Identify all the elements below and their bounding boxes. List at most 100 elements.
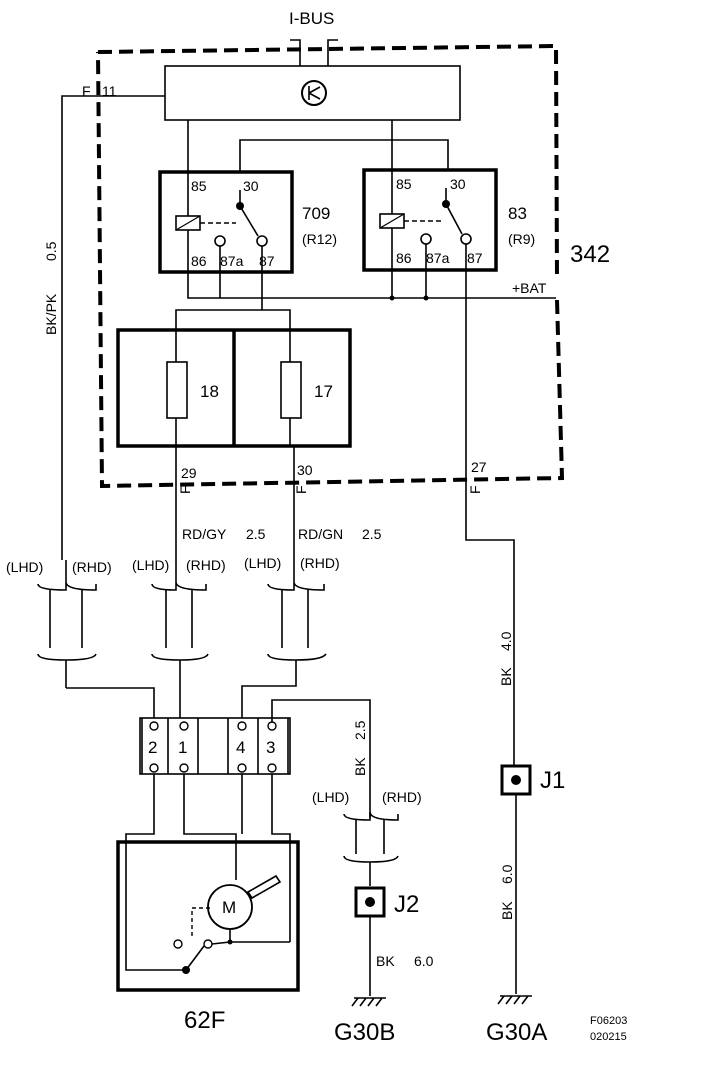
pin-2-bottom-icon [149, 763, 159, 773]
wire-label-bk-60-a: BK [499, 901, 515, 920]
wire-label-bk-60-b: BK [376, 953, 395, 969]
option-group-1 [37, 560, 97, 688]
ibus-line-left [290, 39, 301, 66]
option-lhd-4: (LHD) [312, 789, 349, 805]
motor-62f [116, 840, 300, 992]
relay-83-code: (R9) [508, 231, 535, 247]
pin-4-bottom-icon [237, 763, 247, 773]
motor-connector-edges [141, 718, 289, 774]
relay-709-contact-87-icon [256, 235, 268, 247]
park-contact-2-icon [203, 939, 213, 949]
wire-label-rdgn: RD/GN [298, 526, 343, 542]
wire-size-bk-40: 4.0 [498, 631, 514, 651]
wire-label-bkpk: BK/PK [43, 293, 59, 335]
wire-size-bkpk: 0.5 [43, 241, 59, 261]
control-module [164, 65, 461, 121]
park-switch [185, 941, 231, 971]
output-30-prefix: F [293, 485, 309, 494]
output-29-prefix: F [177, 485, 193, 494]
motor-shaft-icon [246, 874, 282, 900]
relay-83-pin-85: 85 [396, 176, 412, 192]
module-id: 342 [570, 241, 610, 268]
relay-709-pin-87a: 87a [220, 253, 244, 269]
option-lhd-1: (LHD) [6, 559, 43, 575]
pin-3-top-icon [267, 721, 277, 731]
fuse-17-icon [280, 361, 302, 419]
fuse-18-icon [166, 361, 188, 419]
option-rhd-2: (RHD) [186, 557, 226, 573]
motor-pin-1: 1 [178, 738, 187, 757]
module-boundary [96, 43, 565, 489]
connector-prefix: F [82, 83, 91, 99]
relay-83-id: 83 [508, 204, 527, 223]
wire-size-bk-60-a: 6.0 [499, 864, 515, 884]
relay-709-pin-85: 85 [191, 178, 207, 194]
option-group-2 [151, 581, 209, 722]
motor-symbol: M [222, 898, 236, 917]
pin-3-bottom-icon [267, 763, 277, 773]
motor-wire-1 [183, 774, 237, 880]
figure-code: F06203 [590, 1015, 627, 1027]
ground-g30b-id: G30B [334, 1019, 395, 1046]
wire-size-bk-25: 2.5 [352, 720, 368, 740]
bat-label: +BAT [512, 280, 547, 296]
relay-83 [362, 168, 498, 272]
figure-date: 020215 [590, 1031, 627, 1043]
relay-83-pin-30: 30 [450, 176, 466, 192]
output-27-prefix: F [467, 485, 483, 494]
relay-83-switch [445, 188, 463, 235]
wire-bkpk [61, 95, 165, 560]
pin-1-bottom-icon [179, 763, 189, 773]
wire-to-pin-2 [66, 687, 155, 722]
relay-709 [158, 170, 294, 274]
motor-wire-2 [125, 774, 155, 860]
junction-j2-id: J2 [394, 891, 419, 918]
option-group-4 [343, 811, 399, 886]
wire-pin3-to-j2 [271, 699, 371, 818]
transistor-icon [301, 80, 327, 106]
motor-connector [139, 717, 291, 775]
relay-709-code: (R12) [302, 231, 337, 247]
park-contact-1-icon [173, 939, 183, 949]
output-30: 30 [297, 462, 313, 478]
relay-709-pin-86: 86 [191, 253, 207, 269]
wire-size-rdgn: 2.5 [362, 526, 382, 542]
fuse-leads [175, 330, 291, 446]
wire-709-to-fuses [175, 272, 291, 332]
junction-j2-dot [365, 897, 375, 907]
motor-wire-3 [271, 774, 291, 942]
park-pivot-icon [182, 966, 190, 974]
ibus-line-right [327, 39, 338, 66]
relay-709-id: 709 [302, 204, 330, 223]
wire-size-rdgy: 2.5 [246, 526, 266, 542]
fuse-18-id: 18 [200, 382, 219, 401]
junction-j1-id: J1 [540, 767, 565, 794]
motor-internal-left [125, 860, 186, 971]
relay-709-contact-87a-icon [214, 235, 226, 247]
relay-709-contact-wires [219, 246, 263, 272]
option-rhd-1: (RHD) [72, 559, 112, 575]
junction-j1-dot [511, 775, 521, 785]
ibus-label: I-BUS [289, 9, 334, 28]
connector-pin-11: 11 [102, 83, 117, 99]
option-rhd-4: (RHD) [382, 789, 422, 805]
ground-g30b-icon [351, 997, 386, 1007]
motor-pin-2: 2 [148, 738, 157, 757]
pin-4-top-icon [237, 721, 247, 731]
bat-node-1 [389, 295, 395, 301]
motor-pin-3: 3 [266, 738, 275, 757]
relay-83-pin-86: 86 [396, 250, 412, 266]
bat-bus [187, 272, 556, 299]
relay-83-pin-87: 87 [467, 250, 483, 266]
wire-label-rdgy: RD/GY [182, 526, 227, 542]
output-27: 27 [471, 459, 487, 475]
output-29: 29 [181, 465, 197, 481]
pin-1-top-icon [179, 721, 189, 731]
relay-83-coil-slash [379, 213, 405, 229]
relay-83-pin-87a: 87a [426, 250, 450, 266]
option-lhd-2: (LHD) [132, 557, 169, 573]
relay-709-coil-slash [175, 215, 201, 231]
option-lhd-3: (LHD) [244, 555, 281, 571]
relay-83-contact-87a-icon [420, 233, 432, 245]
relay-709-switch [239, 190, 259, 237]
